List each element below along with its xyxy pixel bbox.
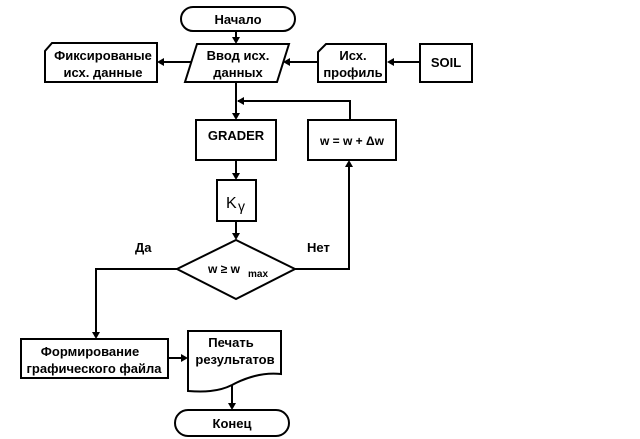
graphics-line1: Формирование	[41, 344, 139, 359]
node-start: Начало	[180, 6, 296, 32]
arrow-head	[232, 233, 240, 240]
start-label: Начало	[214, 12, 261, 27]
node-profile: Исх. профиль	[317, 43, 387, 83]
edge-decision-graphics	[95, 268, 177, 337]
branch-no-label: Нет	[307, 240, 330, 255]
profile-line1: Исх.	[339, 48, 366, 63]
node-graphics: Формирование графического файла	[20, 338, 169, 379]
print-line2: результатов	[195, 352, 274, 367]
branch-yes-label: Да	[135, 240, 152, 255]
profile-line2: профиль	[323, 65, 382, 80]
arrow-head	[181, 354, 188, 362]
arrow-head	[283, 58, 290, 66]
arrow-head	[228, 403, 236, 410]
print-line1: Печать	[208, 335, 253, 350]
node-end: Конец	[174, 409, 290, 437]
node-input: Ввод исх. данных	[183, 43, 291, 83]
arrow-head	[237, 97, 244, 105]
grader-label: GRADER	[208, 128, 265, 143]
end-label: Конец	[213, 416, 252, 431]
edge-increment-grader	[238, 100, 351, 120]
graphics-line2: графического файла	[27, 361, 163, 376]
decision-label: w ≥ w	[207, 262, 241, 276]
arrow-head	[92, 332, 100, 339]
ky-subscript: γ	[238, 198, 245, 214]
node-print: Печать результатов	[187, 330, 282, 393]
node-soil: SOIL	[419, 43, 473, 83]
arrow-head	[157, 58, 164, 66]
arrow-head	[345, 160, 353, 167]
input-label-line2: данных	[213, 65, 263, 80]
node-fixed-data: Фиксированые исх. данные	[44, 42, 158, 83]
fixed-data-line2: исх. данные	[63, 65, 142, 80]
arrow-head	[232, 173, 240, 180]
connectors	[92, 31, 420, 410]
decision-subscript: max	[248, 269, 268, 280]
increment-label: w = w + Δw	[319, 134, 385, 148]
edge-decision-increment	[295, 162, 350, 270]
fixed-data-line1: Фиксированые	[54, 48, 152, 63]
arrow-head	[387, 58, 394, 66]
node-grader: GRADER	[195, 119, 277, 161]
soil-label: SOIL	[431, 55, 461, 70]
input-label-line1: Ввод исх.	[207, 48, 270, 63]
arrow-head	[232, 113, 240, 120]
node-ky: K γ	[216, 179, 257, 222]
arrow-head	[232, 37, 240, 44]
node-decision: w ≥ w max	[174, 238, 298, 301]
ky-label: K	[226, 195, 237, 212]
node-increment: w = w + Δw	[307, 119, 397, 161]
